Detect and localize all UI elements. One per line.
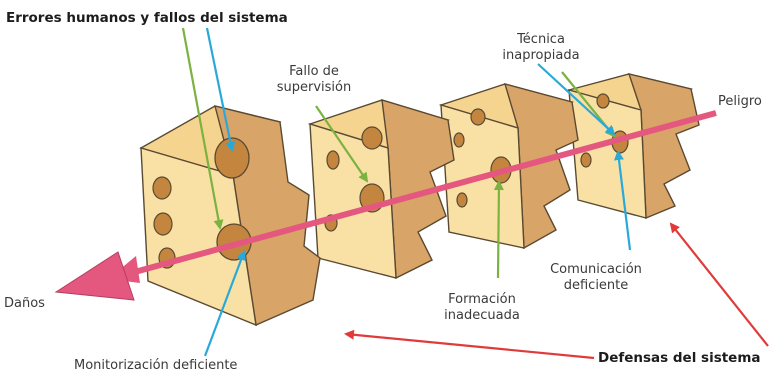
formacion-inadecuada-label: Formación inadecuada [432,292,532,324]
formacion-line-2: inadecuada [444,308,520,323]
formacion-line-1: Formación [448,292,516,307]
cheese-slice-3 [438,82,579,250]
cheese-slice-2 [307,99,455,280]
cheese-slice-4 [566,73,700,220]
tecnica-line-2: inapropiada [502,48,580,63]
fallo-line-2: supervisión [276,80,352,95]
hazard-trajectory-arrow [54,110,717,301]
comunicacion-deficiente-label: Comunicación deficiente [542,262,650,294]
fallo-supervision-label: Fallo de supervisión [264,64,364,96]
comunicacion-line-1: Comunicación [550,262,642,277]
title-label: Errores humanos y fallos del sistema [6,10,288,26]
blue-pointer-arrows [203,27,632,357]
tecnica-inapropiada-label: Técnica inapropiada [486,32,596,64]
red-pointer-arrows [344,222,769,360]
comunicacion-line-2: deficiente [563,278,629,293]
peligro-label: Peligro [718,94,762,109]
monitorizacion-deficiente-label: Monitorización deficiente [74,358,238,373]
cheese-slice-1 [139,105,321,327]
danos-label: Daños [4,296,45,311]
fallo-line-1: Fallo de [289,64,339,79]
defensas-sistema-label: Defensas del sistema [598,350,761,366]
tecnica-line-1: Técnica [517,32,565,47]
